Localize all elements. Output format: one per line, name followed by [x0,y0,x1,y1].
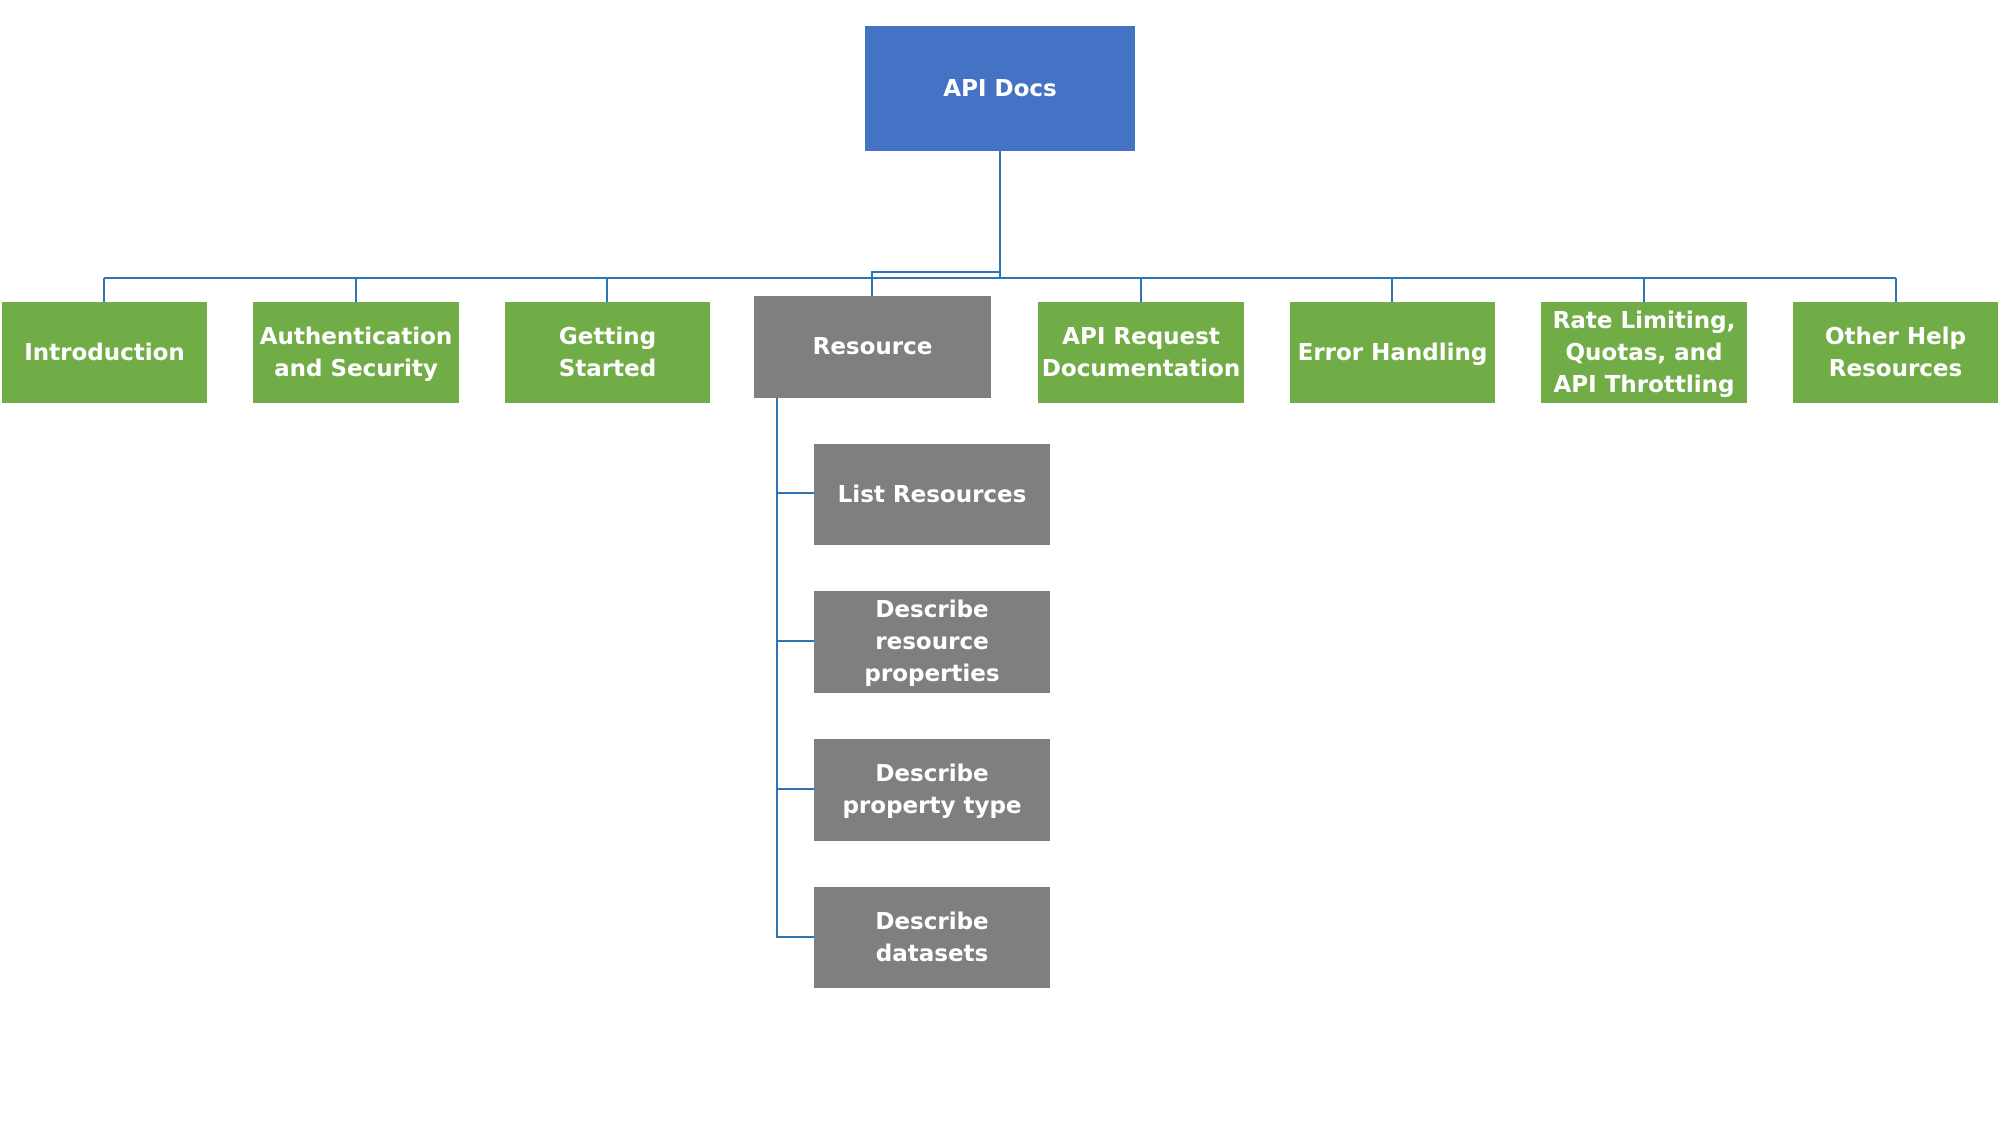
connector-drop-resource [871,271,1000,296]
section-other-help-resources: Other Help Resources [1793,302,1998,403]
section-label: Authentication and Security [259,323,453,382]
section-api-request-documentation: API Request Documentation [1038,302,1244,403]
section-label: Getting Started [558,323,657,382]
section-label: Other Help Resources [1824,323,1967,382]
root-node-api-docs: API Docs [865,26,1135,151]
child-label: List Resources [837,481,1027,508]
root-label: API Docs [943,75,1057,102]
section-authentication-and-security: Authentication and Security [253,302,459,403]
child-label: Describe property type [842,761,1022,819]
child-describe-property-type: Describe property type [814,739,1050,841]
section-resource: Resource [754,296,991,398]
section-introduction: Introduction [2,302,207,403]
section-label: Rate Limiting, Quotas, and API Throttlin… [1552,307,1736,398]
section-label: API Request Documentation [1041,323,1241,382]
child-label: Describe resource properties [864,597,1000,687]
section-label: Introduction [24,339,185,366]
child-describe-datasets: Describe datasets [814,887,1050,988]
child-list-resources: List Resources [814,444,1050,545]
section-error-handling: Error Handling [1290,302,1495,403]
section-label: Error Handling [1297,339,1488,366]
section-label: Resource [812,334,933,360]
section-rate-limiting-quotas-throttling: Rate Limiting, Quotas, and API Throttlin… [1541,302,1747,403]
child-label: Describe datasets [875,908,989,967]
section-getting-started: Getting Started [505,302,710,403]
child-describe-resource-properties: Describe resource properties [814,591,1050,693]
